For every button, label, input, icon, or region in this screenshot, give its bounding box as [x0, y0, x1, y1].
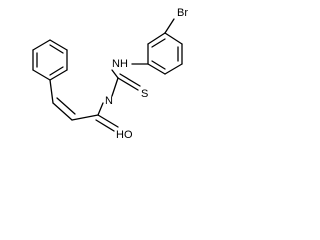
bond-ring2-f-inner [49, 66, 64, 76]
bond-ring2-f [49, 69, 68, 81]
bond-alkene-phenyl [49, 79, 54, 104]
bond-amide-alkene [71, 114, 99, 121]
bond-c-s-b [119, 73, 141, 87]
thiourea-linkage [97, 63, 149, 116]
bond-c-s-a [117, 77, 139, 91]
bond-n-amide-c [97, 102, 104, 116]
bond-c-n [111, 77, 119, 97]
bond-c-o-a [97, 114, 119, 128]
atom-label-s: S [141, 88, 148, 100]
bond-c-br [164, 18, 175, 34]
bond-nh-c [111, 69, 119, 79]
atom-label-n: N [105, 95, 113, 107]
bond-ring2-a [32, 69, 51, 81]
bond-ring2-c [32, 39, 51, 51]
bond-ring1-f-inner [151, 38, 166, 48]
atom-label-br: Br [177, 7, 188, 19]
bond-ring1-d [147, 63, 166, 75]
bond-ring1-d-inner [151, 60, 166, 70]
bromophenyl-ring [147, 18, 183, 75]
bond-alkene-a [52, 102, 73, 121]
bond-ring1-a [164, 32, 183, 45]
chemical-structure: Br NH N S H O [32, 7, 188, 141]
atom-label-h: H [116, 129, 124, 141]
bond-c-o-b [95, 119, 115, 132]
bond-alkene-b [56, 97, 76, 115]
bond-ring1-f [147, 32, 166, 45]
bond-ring1-c [164, 63, 183, 75]
atom-label-nh-amine: NH [112, 58, 128, 70]
cinnamoyl-chain [49, 79, 119, 132]
bond-ring2-d [49, 39, 68, 51]
phenyl-ring [32, 39, 68, 81]
atom-label-o: O [124, 129, 133, 141]
bond-ring2-d-inner [49, 44, 64, 54]
